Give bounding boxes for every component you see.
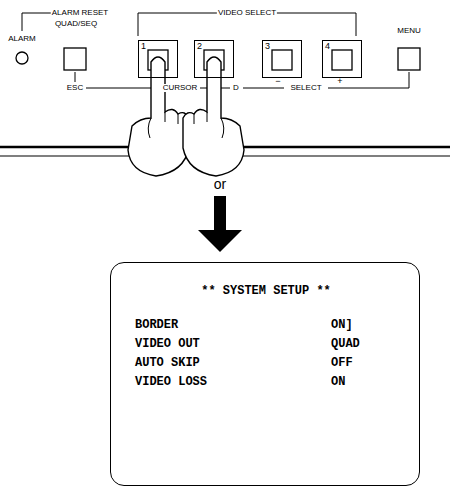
panel-label: + [336, 77, 343, 86]
button-number: 1 [141, 42, 146, 51]
menu-value: QUAD [331, 338, 360, 350]
button-number: 3 [265, 42, 270, 51]
menu-item: VIDEO OUT [135, 338, 200, 350]
panel-label: QUAD/SEQ [54, 20, 98, 28]
down-arrow [198, 196, 242, 252]
monitor-screen: ** SYSTEM SETUP ** BORDER ON] VIDEO OUT QUAD… [110, 262, 420, 486]
menu-item: VIDEO LOSS [135, 376, 207, 388]
note-text: or [213, 177, 227, 191]
button-number: 4 [325, 42, 330, 51]
menu-value: OFF [331, 357, 353, 369]
menu-value: ON [331, 376, 345, 388]
hand [183, 57, 244, 176]
panel-label: CURSOR [162, 84, 199, 92]
panel-label: ALARM [7, 35, 37, 43]
menu-item: BORDER [135, 319, 178, 331]
select-button: 4 [322, 40, 362, 78]
menu-title: ** SYSTEM SETUP ** [201, 285, 331, 297]
panel-label: SELECT [289, 84, 322, 92]
panel-label: − [274, 77, 281, 86]
select-button: 2 [194, 40, 234, 78]
menu-value: ON] [331, 319, 353, 331]
panel-label: MENU [396, 27, 422, 35]
select-button: 3 [262, 40, 302, 78]
button-number: 2 [197, 42, 202, 51]
panel-label: ESC [66, 84, 84, 92]
panel-label: VIDEO SELECT [217, 9, 277, 17]
select-button: 1 [138, 40, 178, 78]
panel-label: D [232, 84, 240, 92]
menu-item: AUTO SKIP [135, 357, 200, 369]
panel-label: ALARM RESET [51, 9, 109, 17]
